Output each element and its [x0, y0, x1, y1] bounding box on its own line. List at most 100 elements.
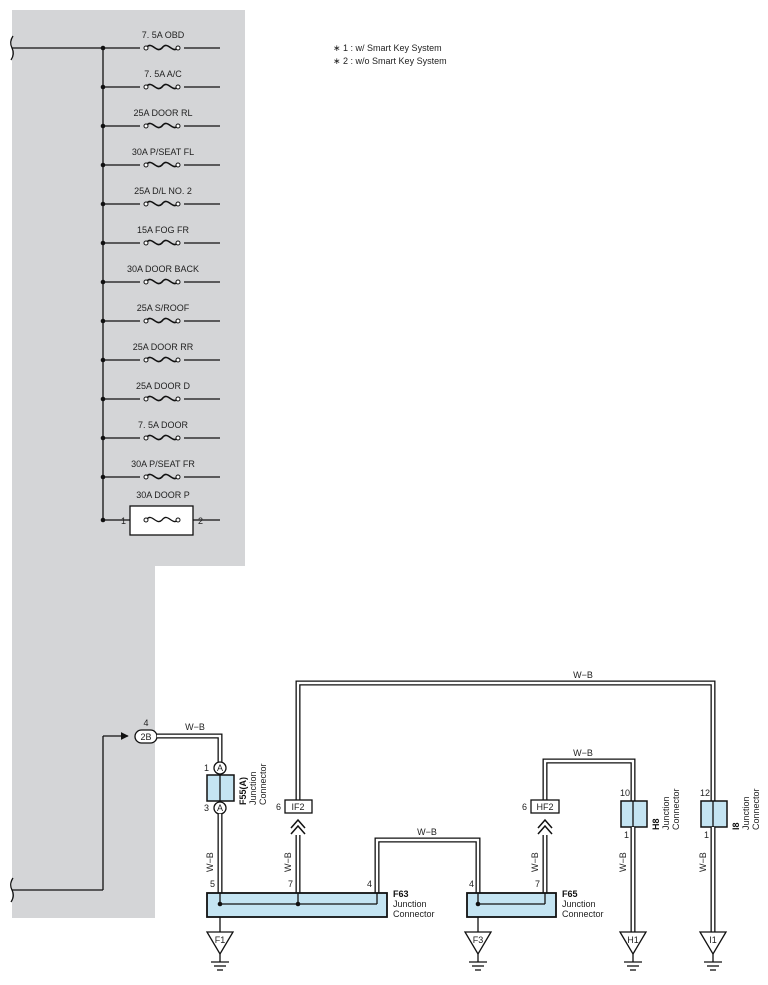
fuse-label: 15A FOG FR	[137, 225, 190, 235]
fuse-label: 30A P/SEAT FL	[132, 147, 194, 157]
fuse-icon	[145, 395, 179, 402]
ground-point-icon	[618, 931, 648, 956]
fuse-item: 30A DOOR BACK	[100, 264, 220, 285]
f55-desc1: Junction	[248, 771, 258, 805]
fuse-icon	[145, 434, 179, 441]
h8-desc1: Junction	[661, 796, 671, 830]
ground-code: F1	[215, 935, 226, 945]
fuse-icon	[145, 317, 179, 324]
ground-h1: H1	[618, 931, 648, 971]
junction-block-panel	[12, 10, 245, 918]
svg-text:HF2: HF2	[536, 802, 553, 812]
f65-pin-4: 4	[469, 879, 474, 889]
fuse-item: 30A P/SEAT FR	[100, 459, 220, 480]
wire-f63-f65	[374, 837, 481, 893]
fuse-label: 25A DOOR D	[136, 381, 191, 391]
f63-pin-5: 5	[210, 879, 215, 889]
wire-label-if2: W−B	[283, 852, 293, 872]
fuse-icon	[145, 200, 179, 207]
if2-pin: 6	[276, 802, 281, 812]
wire-label-h8: W−B	[618, 852, 628, 872]
note-1: ∗ 1 : w/ Smart Key System	[333, 43, 442, 53]
wire-f65-h8	[542, 758, 636, 801]
connector-if2: IF2 6	[276, 799, 313, 835]
wire-label-i8: W−B	[698, 852, 708, 872]
wire-2b-f55	[157, 733, 223, 764]
f63-pin-4: 4	[367, 879, 372, 889]
fuse-icon	[145, 356, 179, 363]
fuse-item: 7. 5A A/C	[100, 69, 220, 90]
connector-2b-code: 2B	[140, 732, 151, 742]
svg-text:IF2: IF2	[291, 802, 304, 812]
connector-f63: 5 7 4 F63 Junction Connector	[206, 879, 435, 919]
f55-pin-bottom: 3	[204, 803, 209, 813]
ground-point-icon	[698, 931, 728, 956]
ground-i1: I1	[698, 931, 728, 971]
fuse-icon	[145, 44, 179, 51]
connector-f65: 4 7 F65 Junction Connector	[466, 879, 604, 919]
breaker-door-p: 30A DOOR P 1 2	[103, 490, 220, 536]
wire-label-2b: W−B	[185, 722, 205, 732]
fuse-label: 30A P/SEAT FR	[131, 459, 195, 469]
i8-desc1: Junction	[741, 796, 751, 830]
f63-desc1: Junction	[393, 899, 427, 909]
connector-f55: A A 1 3 F55(A) Junction Connector	[204, 761, 268, 815]
i8-pin-top: 12	[700, 788, 710, 798]
wire-label-mid: W−B	[417, 827, 437, 837]
h8-pin-top: 10	[620, 788, 630, 798]
fuse-label: 25A S/ROOF	[137, 303, 190, 313]
breaker-pin-2: 2	[198, 516, 203, 526]
h8-desc2: Connector	[671, 788, 681, 830]
wire-label-top: W−B	[573, 670, 593, 680]
connector-i8: 12 1 I8 Junction Connector	[700, 788, 761, 840]
wire-label-hf2: W−B	[573, 748, 593, 758]
fuse-item: 25A DOOR RR	[100, 342, 220, 363]
wire-top-loop	[295, 680, 716, 801]
f55-pin-top: 1	[204, 763, 209, 773]
i8-name: I8	[731, 822, 741, 830]
f63-desc2: Connector	[393, 909, 435, 919]
f65-desc1: Junction	[562, 899, 596, 909]
connector-2b-pin: 4	[143, 718, 148, 728]
fuse-label: 7. 5A A/C	[144, 69, 182, 79]
hf2-pin: 6	[522, 802, 527, 812]
fuse-icon	[145, 122, 179, 129]
wire-label-f65: W−B	[530, 852, 540, 872]
note-2: ∗ 2 : w/o Smart Key System	[333, 56, 447, 66]
ground-point-icon	[463, 931, 493, 956]
fuse-item: 25A D/L NO. 2	[100, 186, 220, 207]
wire-label-f55: W−B	[205, 852, 215, 872]
i8-desc2: Connector	[751, 788, 761, 830]
svg-text:A: A	[217, 803, 223, 813]
connector-h8: 10 1 H8 Junction Connector	[620, 788, 681, 840]
fuse-icon	[145, 83, 179, 90]
fuse-label: 25A DOOR RR	[133, 342, 194, 352]
fuse-item: 7. 5A DOOR	[100, 420, 220, 441]
h8-name: H8	[651, 818, 661, 830]
fuse-item: 25A DOOR D	[100, 381, 220, 402]
fuse-icon	[145, 473, 179, 480]
h8-pin-bottom: 1	[624, 830, 629, 840]
fuse-label: 30A DOOR BACK	[127, 264, 199, 274]
fuse-icon	[145, 161, 179, 168]
fuse-label: 7. 5A OBD	[142, 30, 185, 40]
fuse-item: 7. 5A OBD	[100, 30, 220, 51]
f65-pin-7: 7	[535, 879, 540, 889]
ground-code: F3	[473, 935, 484, 945]
fuse-list: 7. 5A OBD 7. 5A A/C 25A DOOR RL 30A P/SEAT …	[100, 30, 220, 523]
fuse-item: 25A S/ROOF	[100, 303, 220, 324]
fuse-label: 25A D/L NO. 2	[134, 186, 192, 196]
fuse-item: 25A DOOR RL	[100, 108, 220, 129]
ground-f1: F1	[205, 931, 235, 971]
f55-desc2: Connector	[258, 763, 268, 805]
f65-name: F65	[562, 889, 578, 899]
fuse-label: 7. 5A DOOR	[138, 420, 189, 430]
ground-f3: F3	[463, 931, 493, 971]
fuse-icon	[145, 278, 179, 285]
ground-list: F1 F3 H1 I1	[205, 931, 728, 971]
breaker-label: 30A DOOR P	[136, 490, 190, 500]
connector-hf2: HF2 6	[522, 799, 560, 835]
ground-code: H1	[627, 935, 639, 945]
fuse-label: 25A DOOR RL	[133, 108, 192, 118]
